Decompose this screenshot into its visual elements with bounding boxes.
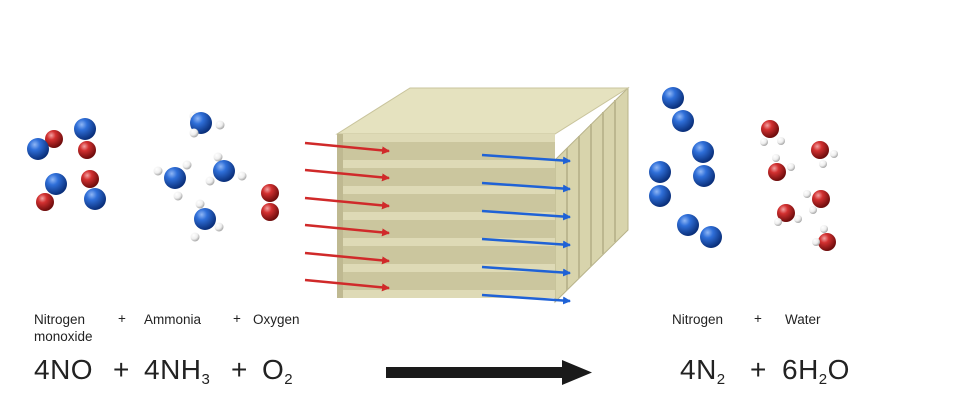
equation-term-h2o-a: 6H (782, 354, 819, 385)
no-molecule (81, 170, 106, 210)
equation-term-h2o-sub: 2 (818, 371, 828, 388)
h2o-molecule (803, 190, 830, 214)
reaction-arrow (386, 360, 592, 385)
no-molecule (27, 130, 63, 160)
n2-molecule (677, 214, 722, 248)
nh3-molecule (153, 160, 192, 201)
nitrogen-molecules (649, 87, 722, 248)
nitrogen-monoxide-molecules (27, 118, 106, 211)
label-plus-2: + (233, 311, 241, 326)
label-nitrogen: Nitrogen (672, 312, 724, 327)
label-plus-3: + (754, 311, 762, 326)
label-nitrogen-monoxide-line2: monoxide (34, 329, 93, 344)
label-nitrogen-monoxide: Nitrogen monoxide (34, 311, 93, 345)
equation-term-nh3-sub: 3 (201, 371, 211, 388)
equation-term-no: 4NO (34, 354, 94, 385)
catalyst-block (335, 86, 630, 304)
equation-plus-3: + (750, 354, 767, 385)
nh3-molecule (190, 199, 224, 242)
nh3-molecule (205, 152, 247, 186)
equation-term-o2-sub: 2 (284, 371, 294, 388)
equation-term-h2o: 6H2O (782, 354, 850, 388)
h2o-molecule (812, 225, 836, 251)
equation-term-o2: O2 (262, 354, 293, 388)
equation-term-n2: 4N2 (680, 354, 726, 388)
outflow-arrows (481, 153, 571, 305)
label-water: Water (785, 312, 821, 327)
inflow-arrows (304, 141, 390, 292)
oxygen-molecule (261, 184, 279, 221)
label-ammonia: Ammonia (144, 312, 202, 327)
h2o-molecule (774, 204, 802, 226)
no-molecule (74, 118, 96, 159)
h2o-molecule (768, 154, 795, 181)
label-oxygen: Oxygen (253, 312, 300, 327)
label-plus-1: + (118, 311, 126, 326)
n2-molecule (662, 87, 694, 132)
equation-term-n2-sub: 2 (716, 371, 726, 388)
n2-molecule (649, 161, 671, 207)
n2-molecule (692, 141, 715, 187)
equation-term-n2-main: 4N (680, 354, 717, 385)
equation-plus-2: + (231, 354, 248, 385)
equation-term-nh3: 4NH3 (144, 354, 210, 388)
equation-term-h2o-b: O (827, 354, 850, 385)
catalyst-plates (337, 134, 555, 298)
equation-term-o2-main: O (262, 354, 285, 385)
h2o-molecule (760, 120, 785, 146)
nh3-molecule (189, 111, 225, 138)
equation-plus-1: + (113, 354, 130, 385)
water-molecules (760, 120, 838, 251)
equation-term-nh3-main: 4NH (144, 354, 202, 385)
label-nitrogen-monoxide-line1: Nitrogen (34, 312, 86, 327)
no-molecule (36, 173, 67, 211)
h2o-molecule (811, 141, 838, 168)
ammonia-molecules (153, 111, 247, 242)
